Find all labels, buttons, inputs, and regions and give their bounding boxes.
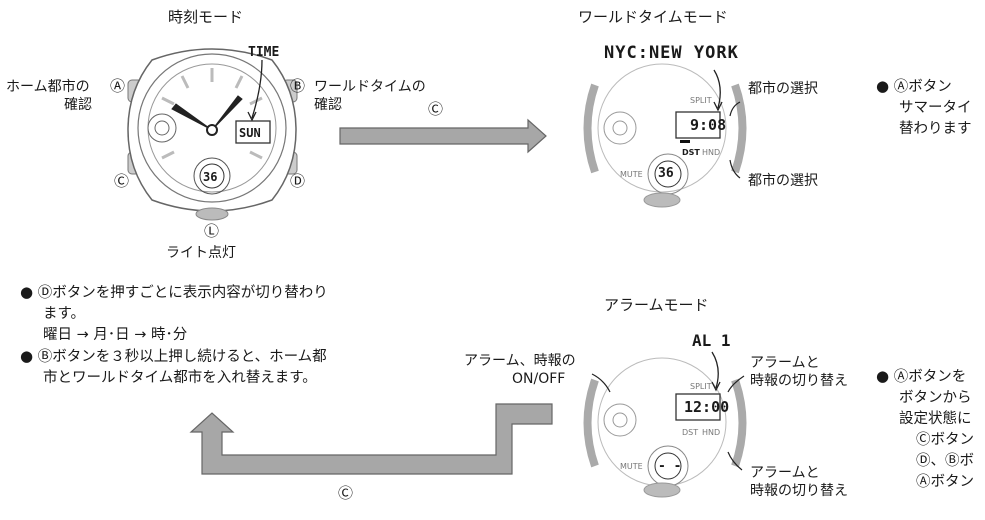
city-select-top: 都市の選択	[748, 81, 818, 97]
note-line: サマータイ	[899, 100, 972, 116]
timekeeping-display-top: TIME	[248, 45, 280, 60]
alarm-display-top: AL 1	[692, 331, 731, 350]
arrow-right-label: Ⓒ	[428, 100, 444, 118]
worldtime-dst: DST	[682, 148, 700, 157]
alarm-mute: MUTE	[620, 462, 643, 471]
button-l-label: Ⓛ	[204, 222, 220, 240]
notes-right-bottom: ● Ⓐボタンを ボタンから 設定状態に Ⓒボタン Ⓓ、Ⓑボ Ⓐボタン	[876, 366, 974, 493]
alarm-onoff-label-2: ON/OFF	[512, 371, 566, 387]
alarm-split: SPLIT	[690, 382, 712, 391]
timekeeping-display-day: SUN	[239, 126, 261, 140]
alarm-onoff-label: アラーム、時報の	[464, 353, 576, 369]
alarm-switch-top-2: 時報の切り替え	[750, 373, 848, 389]
note-line: 替わります	[899, 121, 972, 137]
alarm-watch	[583, 351, 747, 498]
worldtime-check-label-2: 確認	[314, 97, 342, 113]
alarm-time: 12:00	[684, 398, 730, 416]
worldtime-hnd: HND	[702, 148, 721, 157]
light-label: ライト点灯	[166, 245, 236, 261]
notes-left: ● Ⓓボタンを押すごとに表示内容が切り替わり ます。 曜日 → 月･日 → 時･…	[20, 282, 328, 389]
timekeeping-watch	[127, 48, 298, 221]
alarm-sub: - -	[658, 459, 682, 474]
arrow-return-label: Ⓒ	[338, 484, 354, 502]
alarm-dst: DST	[682, 428, 699, 437]
notes-right-clip: ● Ⓐボタン サマータイ 替わります ● Ⓐボタンを ボタンから 設定状態に Ⓒ…	[870, 60, 985, 520]
button-a-label: Ⓐ	[110, 77, 126, 95]
button-c-label: Ⓒ	[114, 172, 130, 190]
worldtime-watch	[583, 63, 747, 208]
alarm-switch-top: アラームと	[750, 355, 820, 371]
alarm-title: アラームモード	[604, 296, 709, 314]
note-line: 市とワールドタイム都市を入れ替えます。	[43, 370, 317, 386]
button-d-label: Ⓓ	[290, 172, 306, 190]
note-line: Ⓓ、Ⓑボ	[916, 453, 974, 469]
worldtime-time: 9:08	[690, 116, 727, 134]
alarm-switch-bottom-2: 時報の切り替え	[750, 483, 848, 499]
note-line: Ⓒボタン	[916, 432, 974, 448]
worldtime-title: ワールドタイムモード	[578, 8, 728, 26]
button-b-label: Ⓑ	[290, 77, 306, 95]
note-line: ます。	[43, 306, 86, 322]
note-line: 曜日 → 月･日 → 時･分	[43, 327, 188, 343]
note-line: 設定状態に	[899, 411, 972, 427]
note-line: Ⓐボタン	[916, 474, 974, 490]
note-line: ● Ⓐボタン	[876, 77, 952, 95]
worldtime-check-label: ワールドタイムの	[314, 79, 426, 95]
note-line: ● Ⓐボタンを	[876, 367, 967, 385]
alarm-hnd: HND	[702, 428, 721, 437]
note-line: ● Ⓑボタンを３秒以上押し続けると、ホーム都	[20, 347, 327, 365]
worldtime-sub: 36	[658, 166, 674, 181]
timekeeping-title: 時刻モード	[168, 8, 244, 26]
notes-right-top: ● Ⓐボタン サマータイ 替わります	[876, 76, 972, 140]
home-city-label: ホーム都市の	[6, 79, 90, 95]
worldtime-mute: MUTE	[620, 170, 643, 179]
arrow-return	[189, 403, 553, 475]
note-line: ● Ⓓボタンを押すごとに表示内容が切り替わり	[20, 283, 328, 301]
home-city-label-2: 確認	[64, 97, 92, 113]
timekeeping-display-sub: 36	[203, 170, 218, 184]
city-select-bottom: 都市の選択	[748, 173, 818, 189]
worldtime-city: NYC:NEW YORK	[604, 43, 739, 63]
alarm-switch-bottom: アラームと	[750, 465, 820, 481]
worldtime-split: SPLIT	[690, 96, 712, 105]
note-line: ボタンから	[899, 390, 972, 406]
arrow-right	[339, 118, 547, 154]
